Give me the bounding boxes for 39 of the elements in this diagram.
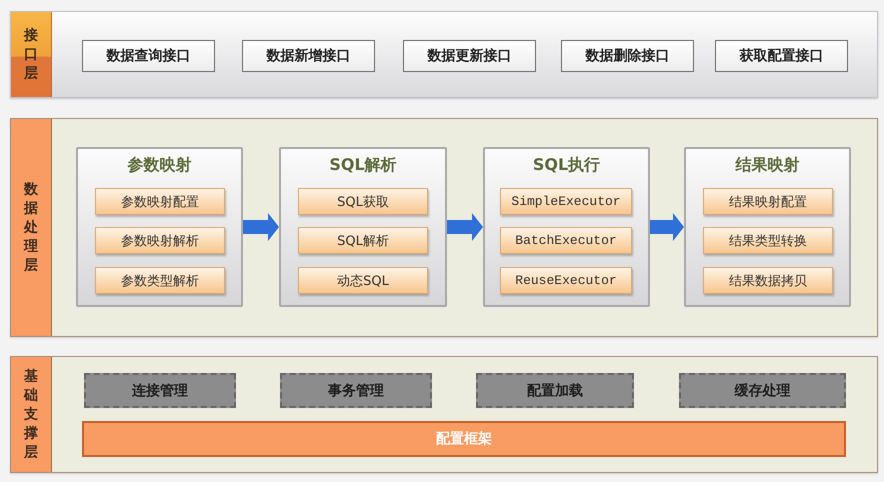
stage-panel: [76, 147, 243, 307]
interface-box: 数据更新接口: [403, 40, 536, 72]
service-box: 连接管理: [84, 373, 236, 408]
interface-box: 数据新增接口: [242, 40, 375, 72]
stage-panel: [483, 147, 650, 307]
component-box: 结果数据拷贝: [703, 267, 833, 294]
stage-panel: [684, 147, 851, 307]
layer-title: 基础支撑层: [23, 367, 39, 462]
component-box: SQL解析: [298, 227, 428, 254]
layer-panel: [10, 356, 878, 473]
component-box: 参数映射解析: [95, 227, 225, 254]
layer-title: 接口层: [23, 26, 39, 83]
stage-title: SQL解析: [328, 155, 398, 176]
service-box: 配置加载: [476, 373, 634, 408]
component-box: 参数类型解析: [95, 267, 225, 294]
executor-box: ReuseExecutor: [500, 267, 632, 294]
service-box: 缓存处理: [679, 373, 846, 408]
interface-box: 数据删除接口: [561, 40, 694, 72]
layer-title: 数据处理层: [23, 180, 39, 275]
flow-arrow: [650, 213, 684, 241]
interface-box: 获取配置接口: [715, 40, 848, 72]
interface-box: 数据查询接口: [82, 40, 215, 72]
executor-box: BatchExecutor: [500, 227, 632, 254]
stage-panel: [279, 147, 447, 307]
stage-title: 参数映射: [126, 155, 192, 176]
executor-box: SimpleExecutor: [500, 188, 632, 215]
framework-bar: 配置框架: [82, 421, 846, 457]
component-box: 结果映射配置: [703, 188, 833, 215]
component-box: 动态SQL: [298, 267, 428, 294]
component-box: SQL获取: [298, 188, 428, 215]
stage-title: 结果映射: [734, 155, 800, 176]
service-box: 事务管理: [280, 373, 432, 408]
stage-title: SQL执行: [532, 155, 602, 176]
layer-panel: [10, 11, 878, 98]
flow-arrow: [447, 213, 483, 241]
flow-arrow: [243, 213, 279, 241]
component-box: 参数映射配置: [95, 188, 225, 215]
component-box: 结果类型转换: [703, 227, 833, 254]
layer-panel: [10, 118, 878, 337]
